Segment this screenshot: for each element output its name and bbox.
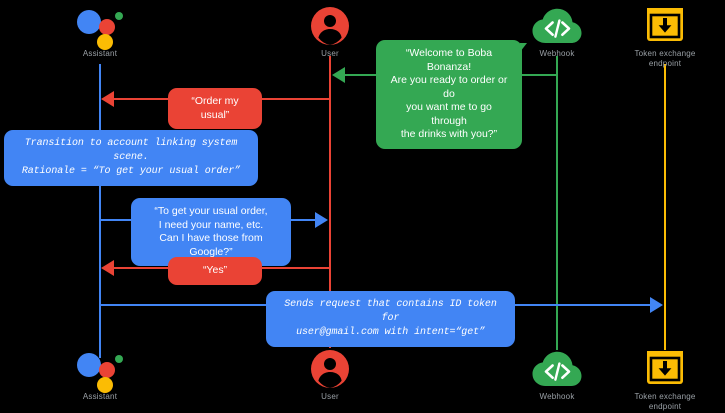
message-text-order-my-usual: “Order my usual”: [191, 95, 239, 121]
google-assistant-icon: [77, 349, 123, 393]
actor-label-webhook-top: Webhook: [539, 49, 575, 58]
message-bubble-request-name: “To get your usual order, I need your na…: [131, 198, 291, 266]
arrowhead-yes: [101, 260, 114, 276]
actor-label-token-endpoint-bottom: Token exchange endpoint: [634, 392, 696, 411]
actor-label-user-bottom: User: [321, 392, 339, 401]
actor-assistant-top[interactable]: Assistant: [60, 6, 140, 59]
actor-label-user-top: User: [321, 49, 339, 58]
message-bubble-order-my-usual: “Order my usual”: [168, 88, 262, 129]
note-text-sends-request: Sends request that contains ID token for…: [284, 299, 497, 338]
actor-label-assistant-bottom: Assistant: [82, 392, 118, 401]
note-text-transition: Transition to account linking system sce…: [21, 138, 241, 177]
lifeline-token-endpoint: [664, 64, 666, 350]
cloud-code-icon: [532, 349, 582, 389]
token-download-box-icon: [646, 349, 684, 389]
actor-token-endpoint-top[interactable]: Token exchange endpoint: [625, 6, 705, 69]
actor-webhook-top[interactable]: Webhook: [517, 6, 597, 59]
bubble-tail-welcome: [520, 43, 527, 52]
actor-webhook-bottom[interactable]: Webhook: [517, 349, 597, 402]
arrowhead-sends-request: [650, 297, 663, 313]
arrowhead-order-my-usual: [101, 91, 114, 107]
message-text-yes: “Yes”: [202, 264, 228, 276]
message-text-request-name: “To get your usual order, I need your na…: [154, 205, 268, 258]
arrowhead-welcome: [332, 67, 345, 83]
message-bubble-yes: “Yes”: [168, 257, 262, 285]
arrowhead-request-name: [315, 212, 328, 228]
lifeline-webhook: [556, 56, 558, 350]
message-text-welcome: “Welcome to Boba Bonanza! Are you ready …: [390, 47, 508, 140]
user-person-icon: [310, 349, 350, 389]
lifeline-user-upper: [329, 56, 331, 275]
actor-user-bottom[interactable]: User: [290, 349, 370, 402]
lifeline-assistant: [99, 64, 101, 358]
cloud-code-icon: [532, 6, 582, 46]
note-bubble-sends-request: Sends request that contains ID token for…: [266, 291, 515, 347]
google-assistant-icon: [77, 6, 123, 50]
actor-assistant-bottom[interactable]: Assistant: [60, 349, 140, 402]
actor-label-assistant-top: Assistant: [82, 49, 118, 58]
actor-label-token-endpoint-top: Token exchange endpoint: [634, 49, 696, 68]
actor-token-endpoint-bottom[interactable]: Token exchange endpoint: [625, 349, 705, 412]
message-bubble-welcome: “Welcome to Boba Bonanza! Are you ready …: [376, 40, 527, 149]
actor-label-webhook-bottom: Webhook: [539, 392, 575, 401]
actor-user-top[interactable]: User: [290, 6, 370, 59]
note-bubble-transition: Transition to account linking system sce…: [4, 130, 258, 186]
token-download-box-icon: [646, 6, 684, 46]
user-person-icon: [310, 6, 350, 46]
